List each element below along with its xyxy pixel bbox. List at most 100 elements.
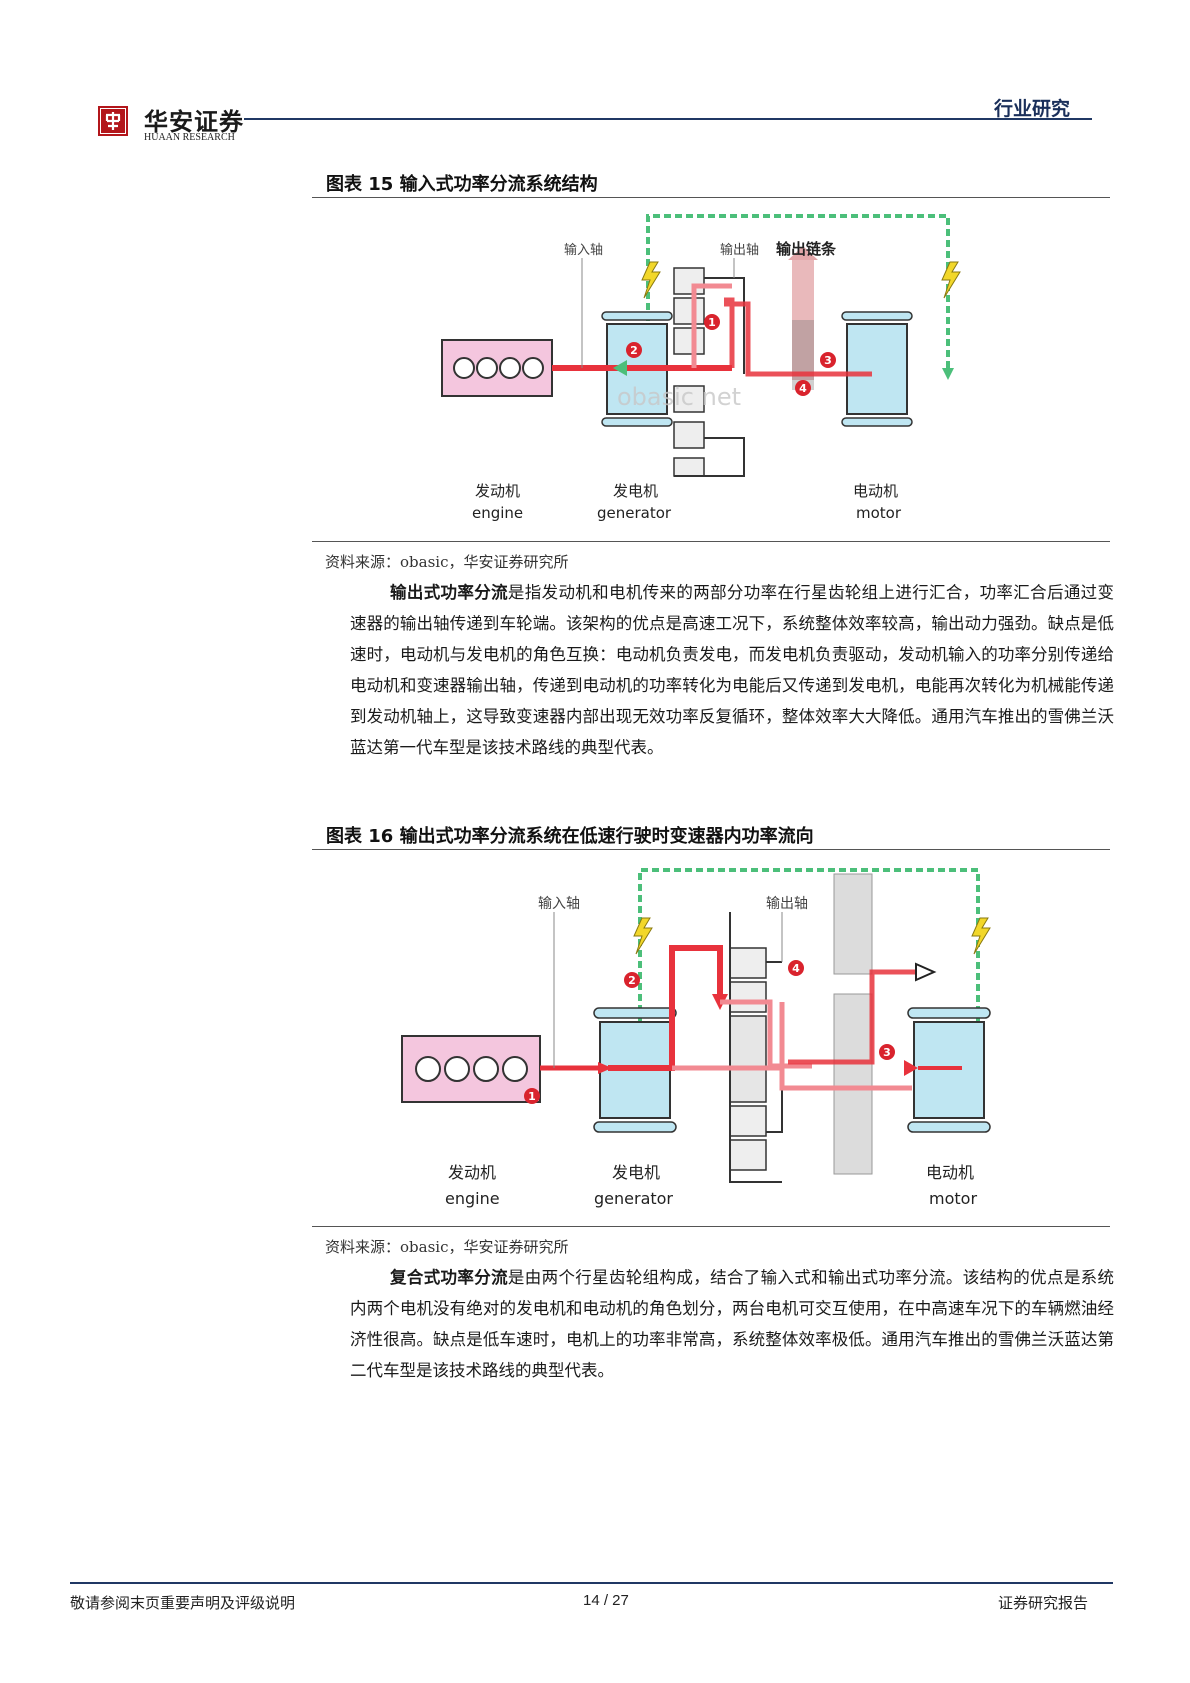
motor-end-cap [907, 1007, 991, 1019]
engine-label-en: engine [445, 1189, 500, 1208]
motor-label-cn: 电动机 [853, 482, 898, 500]
engine-cylinder [415, 1056, 441, 1082]
figure-16-source: 资料来源：obasic，华安证券研究所 [325, 1238, 569, 1256]
gear-block [729, 1105, 767, 1137]
watermark: obasic net [617, 383, 741, 411]
lightning-icon [971, 917, 991, 955]
power-arrow-engine [598, 1062, 612, 1074]
power-flow-secondary [720, 999, 812, 1069]
lightning-icon [641, 261, 661, 299]
power-arrow-generator [613, 360, 627, 376]
svg-text:4: 4 [799, 382, 807, 395]
generator-label-en: generator [594, 1189, 673, 1208]
gear-block [729, 1139, 767, 1171]
badge-3: 3 [879, 1044, 895, 1060]
svg-text:3: 3 [883, 1046, 891, 1059]
power-flow-planetary [724, 297, 872, 377]
motor-label-cn: 电动机 [926, 1163, 974, 1182]
page-number: 14 / 27 [583, 1592, 629, 1609]
output-column [833, 993, 873, 1175]
input-shaft-label: 输入轴 [564, 242, 603, 258]
header-divider [244, 118, 1092, 120]
power-flow-output [788, 969, 918, 1065]
gear-block [673, 267, 705, 295]
engine-label-cn: 发动机 [475, 482, 520, 500]
engine-label-cn: 发动机 [448, 1163, 496, 1182]
gear-block [673, 421, 705, 449]
gear-block [729, 1015, 767, 1103]
badge-2: 2 [624, 972, 640, 988]
badge-1: 1 [704, 314, 720, 330]
lightning-icon [941, 261, 961, 299]
gear-block [673, 385, 705, 413]
lightning-icon [633, 917, 653, 955]
figure-16-bottom-rule [312, 1226, 1110, 1227]
input-shaft-label: 输入轴 [538, 896, 580, 912]
gear-block [673, 297, 705, 325]
engine-cylinder [522, 357, 544, 379]
output-column [833, 873, 873, 975]
paragraph-lead: 复合式功率分流 [390, 1268, 508, 1287]
badge-4: 4 [795, 380, 811, 396]
gear-block [729, 947, 767, 979]
paragraph-lead: 输出式功率分流 [390, 583, 508, 602]
output-shaft-label: 输出轴 [766, 896, 808, 912]
power-flow-motor [672, 1002, 912, 1091]
output-chain [792, 258, 814, 380]
engine-cylinder [444, 1056, 470, 1082]
figure-15-title: 图表 15 输入式功率分流系统结构 [326, 174, 598, 195]
figure-16-top-rule [312, 849, 1110, 850]
seal-icon [101, 109, 125, 133]
brand-name: 华安证券 [144, 107, 244, 136]
brand-logo-icon [98, 106, 128, 136]
footer-disclaimer: 敬请参阅末页重要声明及评级说明 [70, 1594, 296, 1612]
generator-label-en: generator [597, 504, 672, 522]
gear-block [673, 457, 705, 477]
motor-end-cap [841, 311, 913, 321]
footer-divider [70, 1582, 1113, 1584]
brand-english: HUAAN RESEARCH [144, 132, 235, 143]
figure-16-title: 图表 16 输出式功率分流系统在低速行驶时变速器内功率流向 [326, 826, 814, 847]
motor-end-cap [907, 1121, 991, 1133]
generator-end-cap [601, 311, 673, 321]
badge-4: 4 [788, 960, 804, 976]
power-flow-generator [691, 283, 732, 368]
output-shaft-label: 输出轴 [720, 242, 759, 258]
paragraph-output-split: 输出式功率分流是指发动机和电机传来的两部分功率在行星齿轮组上进行汇合，功率汇合后… [350, 577, 1114, 763]
svg-text:1: 1 [528, 1090, 536, 1103]
engine-cylinder [499, 357, 521, 379]
badge-2: 2 [626, 342, 642, 358]
footer-report-type: 证券研究报告 [998, 1594, 1089, 1612]
figure-16-diagram: 1 2 3 4 输入轴 输出轴 发动机 engine 发电机 generator… [401, 868, 991, 1208]
engine-cylinder [502, 1056, 528, 1082]
gear-carrier-lines [674, 277, 745, 477]
svg-text:2: 2 [628, 974, 636, 987]
svg-text:2: 2 [630, 344, 638, 357]
power-arrow-motor [904, 1060, 918, 1076]
svg-text:1: 1 [708, 316, 716, 329]
section-tag: 行业研究 [994, 98, 1071, 120]
motor-label-en: motor [856, 504, 902, 522]
output-chain-label: 输出链条 [776, 240, 837, 258]
paragraph-text: 是由两个行星齿轮组构成，结合了输入式和输出式功率分流。该结构的优点是系统内两个电… [350, 1268, 1115, 1380]
generator-end-cap [593, 1007, 677, 1019]
gear-block [729, 981, 767, 1013]
figure-15-diagram: obasic net 1 2 3 4 输入轴 输出轴 输出链条 发动机 engi… [441, 214, 961, 522]
electric-loop [646, 214, 950, 376]
motor-body [846, 323, 908, 415]
figure-15-source: 资料来源：obasic，华安证券研究所 [325, 553, 569, 571]
generator-end-cap [593, 1121, 677, 1133]
paragraph-compound-split: 复合式功率分流是由两个行星齿轮组构成，结合了输入式和输出式功率分流。该结构的优点… [350, 1262, 1114, 1386]
engine-cylinder [453, 357, 475, 379]
engine-cylinder [476, 357, 498, 379]
motor-end-cap [841, 417, 913, 427]
output-arrow [915, 962, 937, 982]
output-chain-arrow [788, 246, 818, 260]
badge-3: 3 [820, 352, 836, 368]
paragraph-text: 是指发动机和电机传来的两部分功率在行星齿轮组上进行汇合，功率汇合后通过变速器的输… [350, 583, 1115, 757]
figure-15-top-rule [312, 197, 1110, 198]
engine-cylinder [473, 1056, 499, 1082]
generator-label-cn: 发电机 [612, 1163, 660, 1182]
svg-text:3: 3 [824, 354, 832, 367]
output-chain-link [792, 320, 814, 390]
